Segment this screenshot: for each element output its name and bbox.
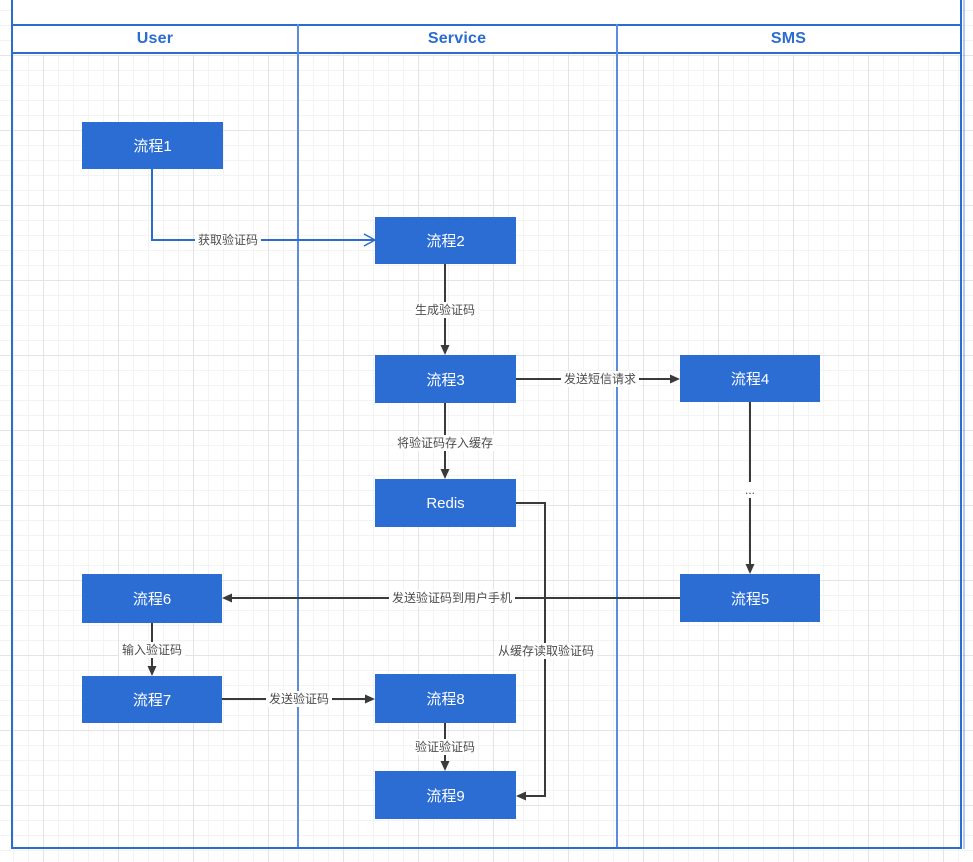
edge-arrowhead-p7-to-p8 bbox=[365, 694, 375, 704]
node-process-8[interactable]: 流程8 bbox=[375, 674, 516, 723]
node-process-7[interactable]: 流程7 bbox=[82, 676, 222, 723]
pool-border-bottom bbox=[11, 847, 962, 849]
node-process-4[interactable]: 流程4 bbox=[680, 355, 820, 402]
edge-arrowhead-redis-to-p9 bbox=[516, 791, 526, 801]
edge-arrowhead-p5-to-p6 bbox=[222, 593, 232, 603]
edge-label-p7-to-p8[interactable]: 发送验证码 bbox=[265, 691, 333, 707]
edge-label-p3-to-redis[interactable]: 将验证码存入缓存 bbox=[393, 435, 497, 451]
edge-arrowhead-p3-to-p4 bbox=[670, 374, 680, 384]
edge-label-p3-to-p4[interactable]: 发送短信请求 bbox=[560, 371, 640, 387]
edge-label-p2-to-p3[interactable]: 生成验证码 bbox=[411, 302, 479, 318]
node-process-9[interactable]: 流程9 bbox=[375, 771, 516, 819]
edge-label-p4-to-p5[interactable]: ... bbox=[741, 482, 759, 498]
node-process-1[interactable]: 流程1 bbox=[82, 122, 223, 169]
lane-title-service[interactable]: Service bbox=[427, 29, 487, 47]
edge-label-p6-to-p7[interactable]: 输入验证码 bbox=[118, 642, 186, 658]
node-process-3[interactable]: 流程3 bbox=[375, 355, 516, 403]
edge-arrowhead-p2-to-p3 bbox=[440, 345, 450, 355]
lane-header-bottom-border bbox=[11, 52, 962, 54]
pool-border-left bbox=[11, 0, 13, 849]
edge-arrowhead-p6-to-p7 bbox=[147, 666, 157, 676]
lane-header-band bbox=[11, 24, 961, 53]
pool-title-strip bbox=[11, 0, 961, 24]
edge-label-p8-to-p9[interactable]: 验证验证码 bbox=[411, 739, 479, 755]
edge-label-redis-to-p9[interactable]: 从缓存读取验证码 bbox=[494, 643, 598, 659]
edge-label-p5-to-p6[interactable]: 发送验证码到用户手机 bbox=[388, 590, 516, 606]
edge-label-p1-to-p2[interactable]: 获取验证码 bbox=[194, 232, 262, 248]
edge-arrowhead-p8-to-p9 bbox=[440, 761, 450, 771]
node-redis[interactable]: Redis bbox=[375, 479, 516, 527]
edge-arrowhead-p1-to-p2 bbox=[363, 233, 377, 247]
pool-border-right bbox=[960, 0, 962, 849]
edge-arrowhead-p3-to-redis bbox=[440, 469, 450, 479]
lane-separator-user-service bbox=[297, 24, 299, 847]
node-process-5[interactable]: 流程5 bbox=[680, 574, 820, 622]
lane-separator-service-sms bbox=[616, 24, 618, 847]
node-process-2[interactable]: 流程2 bbox=[375, 217, 516, 264]
node-process-6[interactable]: 流程6 bbox=[82, 574, 222, 623]
edge-p1-to-p2[interactable] bbox=[151, 169, 375, 241]
lane-title-sms[interactable]: SMS bbox=[770, 29, 807, 47]
edge-arrowhead-p4-to-p5 bbox=[745, 564, 755, 574]
lane-header-top-border bbox=[11, 24, 962, 26]
lane-title-user[interactable]: User bbox=[136, 29, 174, 47]
